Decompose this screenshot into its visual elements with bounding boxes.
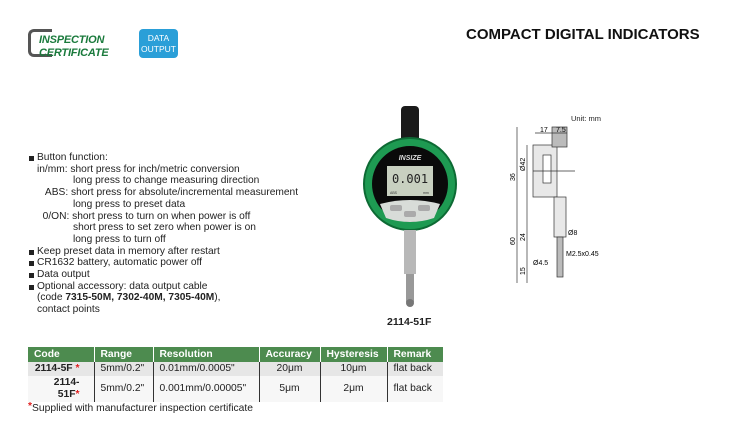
code-text: 2114-51F	[53, 377, 80, 400]
data-output-badge: DATA OUTPUT	[139, 29, 178, 58]
cell-range: 5mm/0.2"	[93, 376, 153, 402]
cell-code: 2114-5F *	[28, 362, 94, 376]
feature-line: long press to turn off	[73, 233, 166, 245]
dim-d8: Ø8	[568, 230, 577, 237]
table-row: 2114-5F * 5mm/0.2" 0.01mm/0.0005" 20μm 1…	[28, 362, 443, 376]
footnote-text: Supplied with manufacturer inspection ce…	[32, 403, 253, 414]
cell-resolution: 0.01mm/0.0005"	[152, 362, 259, 376]
cell-hysteresis: 2μm	[319, 376, 387, 402]
cell-remark: flat back	[386, 362, 443, 376]
col-remark: Remark	[386, 347, 443, 362]
cell-remark: flat back	[386, 376, 443, 402]
on-button[interactable]	[418, 205, 430, 211]
col-accuracy: Accuracy	[258, 347, 320, 362]
feature-line: ABS: short press for absolute/incrementa…	[37, 187, 299, 199]
dim-d4-5: Ø4.5	[533, 260, 548, 267]
feature-data-output: Data output	[28, 269, 298, 281]
table-header-row: Code Range Resolution Accuracy Hysteresi…	[28, 347, 443, 362]
inspection-certificate-logo: INSPECTION CERTIFICATE	[28, 28, 120, 60]
indicator-product-image: INSIZE 0.001 ABS mm	[363, 106, 457, 307]
logo-line2: CERTIFICATE	[39, 47, 109, 59]
inmm-button[interactable]	[390, 205, 402, 211]
feature-line: long press to preset data	[73, 198, 186, 210]
cell-range: 5mm/0.2"	[93, 362, 153, 376]
lcd-abs: ABS	[390, 191, 398, 195]
logo-line1: INSPECTION	[39, 34, 105, 46]
dim-7-5: 7.5	[556, 127, 566, 134]
feature-button-function: Button function:	[28, 152, 298, 164]
accessory-codes: 7315-50M, 7302-40M, 7305-40M	[65, 292, 215, 304]
feature-accessory: Optional accessory: data output cable	[28, 281, 298, 293]
brand-label: INSIZE	[399, 155, 422, 162]
star-mark: *	[75, 389, 80, 400]
contact-point	[406, 299, 414, 307]
col-resolution: Resolution	[152, 347, 259, 362]
dim-15: 15	[520, 267, 527, 275]
dim-24: 24	[520, 233, 527, 241]
spec-table: Code Range Resolution Accuracy Hysteresi…	[28, 347, 443, 402]
col-hysteresis: Hysteresis	[319, 347, 387, 362]
code-prefix: (code	[37, 292, 66, 304]
cell-resolution: 0.001mm/0.00005"	[152, 376, 259, 402]
footnote: *Supplied with manufacturer inspection c…	[28, 401, 253, 415]
table-row: 2114-51F* 5mm/0.2" 0.001mm/0.00005" 5μm …	[28, 376, 443, 402]
cell-accuracy: 20μm	[258, 362, 320, 376]
spindle-sleeve	[404, 230, 416, 274]
badge-line2: OUTPUT	[141, 44, 176, 54]
dim-42: Ø42	[520, 158, 527, 171]
feature-list: Button function: in/mm: short press for …	[28, 152, 298, 316]
lcd-unit: mm	[423, 191, 429, 195]
col-range: Range	[93, 347, 153, 362]
spindle	[406, 274, 414, 302]
unit-label: Unit: mm	[571, 114, 601, 123]
cell-accuracy: 5μm	[258, 376, 320, 402]
feature-line: in/mm: short press for inch/metric conve…	[37, 163, 240, 175]
feature-battery: CR1632 battery, automatic power off	[28, 257, 298, 269]
dim-60: 60	[510, 237, 517, 245]
dim-17: 17	[540, 127, 548, 134]
feature-line: long press to change measuring direction	[73, 175, 260, 187]
dimension-drawing: 17 7.5 36 Ø42 60 24 15 Ø8 Ø4.5 M2.5x0.45	[510, 126, 599, 283]
window-outline	[542, 154, 552, 184]
badge-line1: DATA	[147, 33, 170, 43]
cell-hysteresis: 10μm	[319, 362, 387, 376]
product-caption: 2114-51F	[387, 316, 432, 328]
feature-line: 0/ON: short press to turn on when power …	[37, 210, 251, 222]
col-code: Code	[28, 347, 94, 362]
code-suffix: ),	[214, 292, 221, 304]
lcd-reading: 0.001	[392, 172, 428, 186]
stem-top	[401, 106, 419, 144]
dim-36: 36	[510, 173, 517, 181]
feature-memory: Keep preset data in memory after restart	[28, 246, 298, 258]
stem-outline	[551, 126, 568, 148]
page-title: COMPACT DIGITAL INDICATORS	[466, 26, 700, 43]
footnote-star: *	[28, 401, 33, 412]
feature-codes: (code 7315-50M, 7302-40M, 7305-40M),	[28, 292, 298, 304]
feature-contact-points: contact points	[37, 304, 100, 316]
star-mark: *	[75, 363, 80, 374]
cell-code: 2114-51F*	[28, 376, 94, 402]
lcd-screen	[387, 166, 433, 196]
spindle-outline	[556, 236, 564, 278]
dim-thread: M2.5x0.45	[566, 251, 599, 258]
abs-button[interactable]	[404, 211, 416, 217]
code-text: 2114-5F	[34, 363, 73, 374]
sleeve-outline	[553, 196, 567, 238]
feature-line: short press to set zero when power is on	[73, 222, 256, 234]
